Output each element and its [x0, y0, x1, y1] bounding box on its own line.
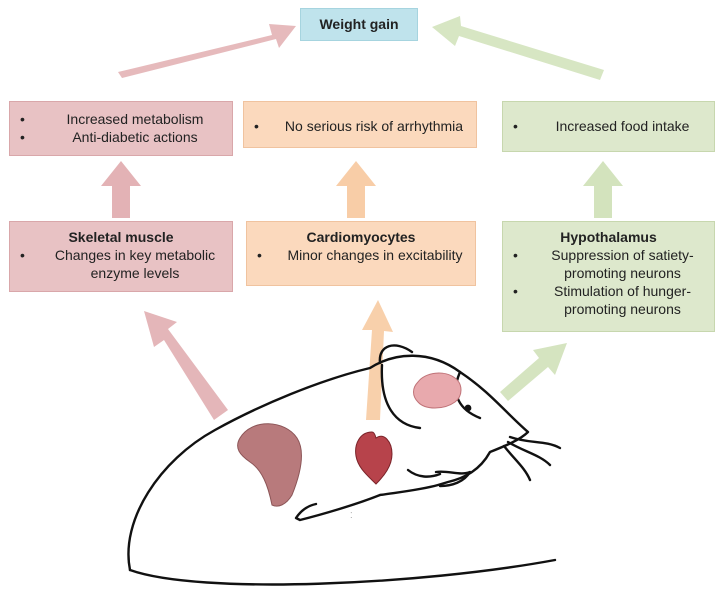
cardiomyocytes-title: Cardiomyocytes [306, 229, 416, 245]
hypothalamus-box: Hypothalamus Suppression of satiety-prom… [502, 221, 715, 332]
arrow-muscle-organ [144, 311, 228, 420]
heart-effects-box: No serious risk of arrhythmia [243, 101, 477, 148]
brain-icon [413, 372, 462, 409]
skeletal-muscle-box: Skeletal muscle Changes in key metabolic… [9, 221, 233, 292]
dots-mark: ⁚ [350, 511, 353, 520]
arrow-heart-organ [362, 300, 393, 420]
rat-outline [127, 344, 562, 586]
arrow-up-muscle [101, 161, 141, 218]
muscle-effect-item: Increased metabolism [10, 110, 232, 128]
arrow-brain-to-weight [432, 16, 604, 80]
cardiomyocytes-box: Cardiomyocytes Minor changes in excitabi… [246, 221, 476, 286]
weight-gain-label: Weight gain [319, 16, 399, 32]
arrow-muscle-to-weight [118, 24, 296, 78]
skeletal-muscle-title: Skeletal muscle [68, 229, 174, 245]
muscle-effect-item: Anti-diabetic actions [10, 128, 232, 146]
muscle-icon [237, 423, 302, 507]
cardiomyocytes-item: Minor changes in excitability [247, 246, 475, 264]
skeletal-muscle-item: Changes in key metabolic enzyme levels [10, 246, 232, 282]
arrow-brain-organ [500, 343, 567, 401]
hypothalamus-item: Suppression of satiety-promoting neurons [503, 246, 714, 282]
hypothalamus-title: Hypothalamus [560, 229, 657, 245]
brain-effects-box: Increased food intake [502, 101, 715, 152]
muscle-effects-box: Increased metabolism Anti-diabetic actio… [9, 101, 233, 156]
heart-icon [355, 431, 393, 485]
hypothalamus-item: Stimulation of hunger-promoting neurons [503, 282, 714, 318]
brain-effect-item: Increased food intake [503, 117, 714, 135]
weight-gain-box: Weight gain [300, 8, 418, 41]
heart-effect-item: No serious risk of arrhythmia [244, 117, 476, 135]
arrow-up-heart [336, 161, 376, 218]
arrow-up-brain [583, 161, 623, 218]
